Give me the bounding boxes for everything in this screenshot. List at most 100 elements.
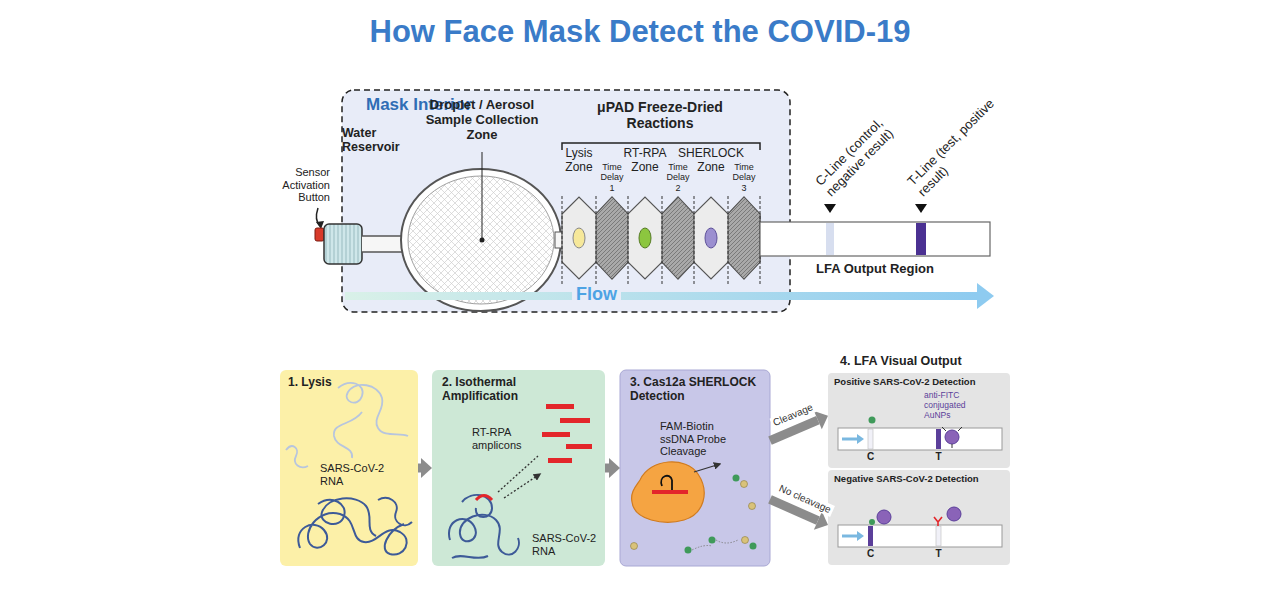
cleavage-arrow	[694, 464, 720, 472]
node-heading: Droplet / Aerosol Sample Collection Zone	[423, 98, 541, 143]
flow-arrowhead	[857, 434, 864, 444]
gold-nanoparticle	[877, 510, 891, 524]
antibody	[942, 427, 962, 448]
path-shape	[378, 498, 412, 525]
node-heading: Lysis Zone	[556, 147, 602, 175]
probe	[869, 519, 875, 525]
marker-triangle	[824, 204, 836, 213]
result-panel: Positive SARS-CoV-2 Detectionanti-FITC c…	[828, 373, 1010, 468]
primer	[476, 496, 492, 501]
zone-label: Lysis Zone	[556, 147, 602, 177]
rect-shape	[546, 404, 574, 409]
button-label: Sensor Activation Button	[266, 166, 330, 204]
detection-panel	[620, 370, 770, 566]
node-text: SARS-CoV-2 RNA	[320, 462, 400, 487]
water-reservoir	[324, 224, 362, 264]
zone-divider	[562, 196, 760, 284]
circle-shape	[733, 475, 740, 482]
test-line	[936, 526, 941, 546]
node-heading: Time Delay 2	[664, 162, 692, 193]
step-panel: 2. Isothermal AmplificationRT-RPA amplic…	[432, 370, 605, 566]
node-heading: Time Delay 3	[730, 162, 758, 193]
arrowhead	[421, 458, 432, 478]
flow-label: Flow	[572, 284, 621, 305]
lfa-strip	[838, 525, 1002, 547]
sherlock-reagent	[705, 228, 717, 248]
lfa-strip	[838, 428, 1002, 450]
cas12a-enzyme	[632, 462, 705, 522]
circle-shape	[750, 543, 757, 550]
circle-shape	[742, 537, 749, 544]
flow-arrow	[345, 292, 977, 300]
time-delay-pad	[728, 197, 760, 279]
control-line	[868, 526, 873, 546]
rna-strands-pale	[286, 383, 408, 467]
flow-arrowhead	[977, 283, 994, 309]
bracket-label: μPAD Freeze-Dried Reactions	[580, 99, 740, 131]
rna-strands	[298, 498, 412, 555]
leader-line	[482, 152, 483, 238]
circle-shape	[749, 503, 756, 510]
title: How Face Mask Detect the COVID-19	[0, 14, 1280, 50]
streptavidin	[934, 517, 942, 526]
amplicons	[542, 404, 592, 463]
test-line	[936, 429, 941, 449]
node-text: C	[864, 451, 877, 463]
path-shape	[318, 498, 376, 536]
path-shape	[286, 446, 308, 467]
lysis-panel	[280, 370, 418, 566]
rpa-reagent	[639, 228, 651, 248]
node-heading: 2. Isothermal Amplification	[442, 376, 592, 404]
arrow-shaft	[418, 464, 421, 473]
flow-arrow	[842, 438, 858, 441]
step-panel: 3. Cas12a SHERLOCK DetectionFAM-Biotin s…	[620, 370, 770, 566]
node-text: anti-FITC conjugated AuNPs	[924, 391, 990, 420]
path-shape	[452, 556, 488, 558]
node-heading: RT-RPA Zone	[619, 147, 671, 175]
node-heading: Negative SARS-CoV-2 Detection	[834, 474, 1006, 485]
paper-strip	[562, 197, 760, 279]
node-text: SARS-CoV-2 RNA	[532, 532, 602, 557]
path-shape	[449, 515, 519, 555]
circle-shape	[631, 543, 638, 550]
lfa-strip	[760, 222, 990, 256]
path-shape	[338, 383, 408, 436]
leader-dot	[480, 238, 485, 243]
collection-zone	[401, 169, 561, 311]
rect-shape	[566, 444, 592, 449]
time-delay-label: Time Delay 1	[598, 162, 626, 194]
gold-nanoparticle	[947, 507, 961, 521]
rect-shape	[542, 432, 570, 437]
step-panel: 1. LysisSARS-CoV-2 RNA	[280, 370, 418, 566]
crrna	[661, 476, 672, 490]
control-line	[868, 429, 873, 449]
circle-shape	[685, 547, 692, 554]
node-heading: 3. Cas12a SHERLOCK Detection	[630, 376, 764, 404]
node-text: FAM-Biotin ssDNA Probe Cleavage	[660, 420, 750, 458]
node-text: C	[864, 548, 877, 560]
node-heading: LFA Output Region	[760, 262, 990, 277]
amplification-panel	[432, 370, 605, 566]
rect-shape	[560, 418, 590, 423]
activation-button	[315, 228, 324, 241]
path-shape	[334, 412, 362, 458]
test-line	[916, 223, 926, 255]
positive-panel	[828, 373, 1010, 468]
circle-shape	[741, 481, 748, 488]
negative-panel	[828, 470, 1010, 565]
gold-nanoparticle	[945, 430, 959, 444]
mask-interior: Mask InteriorWater ReservoirDroplet / Ae…	[342, 90, 790, 312]
target-dna	[652, 490, 688, 494]
mask-interior-outline	[342, 90, 790, 312]
process-arrow	[418, 458, 432, 478]
flow-arrowhead	[857, 531, 864, 541]
process-arrow	[605, 458, 620, 478]
arrow-shaft	[605, 464, 609, 473]
time-delay-label: Time Delay 3	[730, 162, 758, 194]
marker-triangle	[915, 204, 927, 213]
zone-label: RT-RPA Zone	[619, 147, 671, 177]
circle-shape	[709, 537, 716, 544]
lfa-output-region: LFA Output Region	[760, 222, 990, 256]
time-delay-pad	[662, 197, 694, 279]
